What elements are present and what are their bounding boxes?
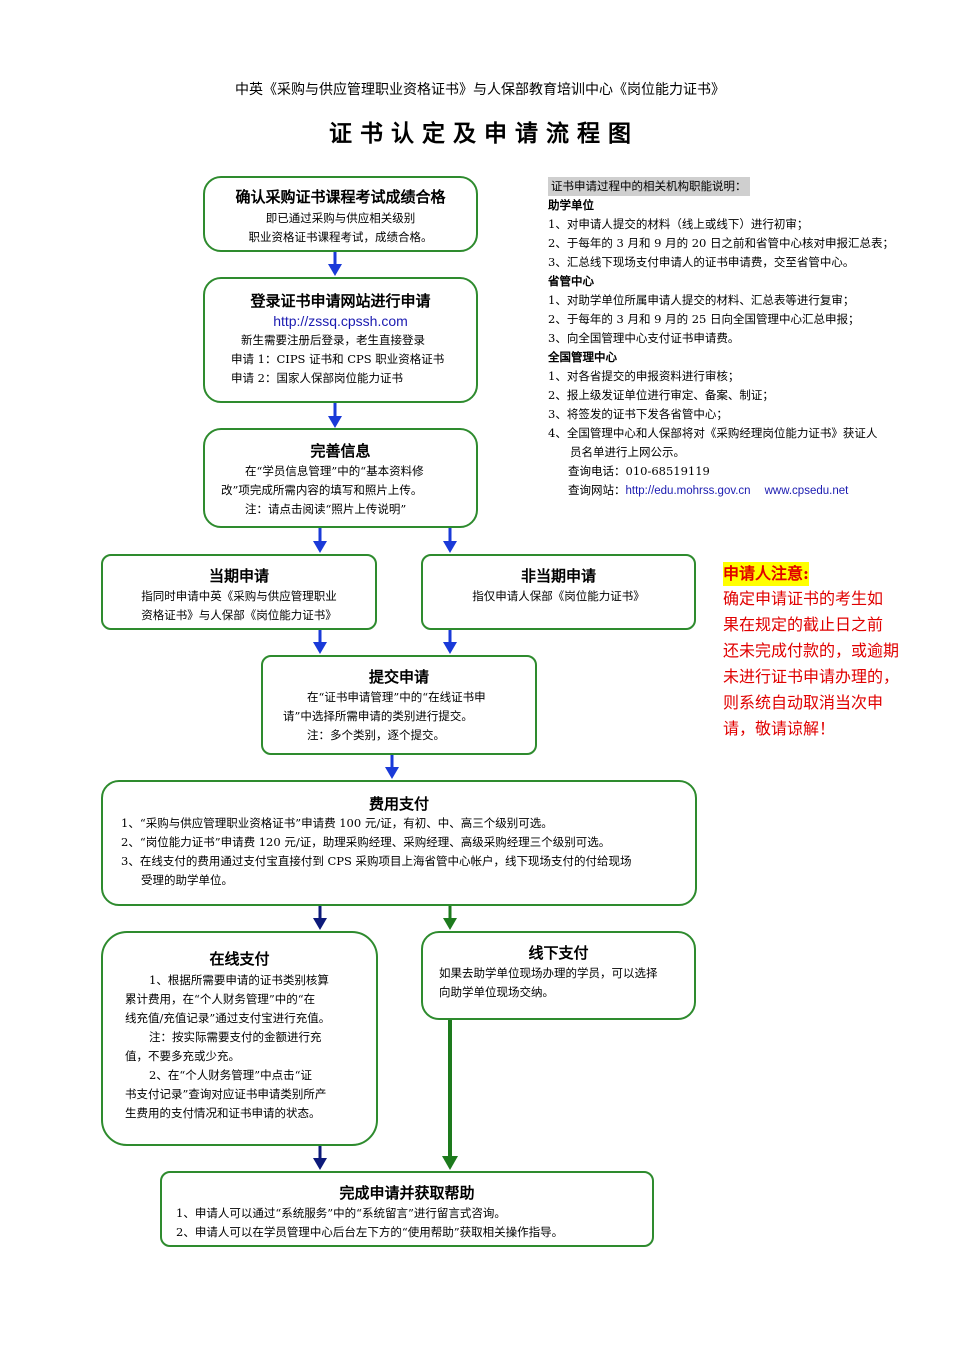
contact-web-link-mohrss[interactable]: http://edu.mohrss.gov.cn [625,485,751,497]
arrow-login-to-info [328,403,342,428]
step-payment-line: 受理的助学单位。 [141,873,233,887]
arrow-offline-to-finish [442,1020,458,1170]
step-login-line: 新生需要注册后登录，老生直接登录 [241,333,425,347]
step-online-payment: 在线支付 1、根据所需要申请的证书类别核算 累计费用，在“个人财务管理”中的“在… [101,931,378,1146]
step-online-line: 书支付记录”查询对应证书申请类别所产 [125,1087,327,1101]
role-national-item: 3、将签发的证书下发各省管中心； [548,407,728,421]
role-school-name: 助学单位 [548,198,594,212]
notice-line: 果在规定的截止日之前 [723,615,884,634]
arrow-noncurrent-to-submit [443,630,457,654]
step-online-line: 生费用的支付情况和证书申请的状态。 [125,1106,321,1120]
step-login-title: 登录证书申请网站进行申请 [250,292,431,310]
step-submit-title: 提交申请 [368,668,429,686]
step-offline-payment: 线下支付 如果去助学单位现场办理的学员，可以选择 向助学单位现场交纳。 [421,931,696,1020]
role-province-item: 2、于每年的 3 月和 9 月的 25 日向全国管理中心汇总申报； [548,312,860,326]
notice-line: 请，敬请谅解！ [723,719,836,738]
contact-web-row: 查询网站：http://edu.mohrss.gov.cn www.cpsedu.… [548,481,948,501]
roles-heading: 证书申请过程中的相关机构职能说明： [548,177,750,196]
step-online-line: 1、根据所需要申请的证书类别核算 [149,973,329,987]
arrow-current-to-submit [313,630,327,654]
roles-description: 证书申请过程中的相关机构职能说明： 助学单位 1、对申请人提交的材料（线上或线下… [548,177,948,501]
page-title: 证 书 认 定 及 申 请 流 程 图 [328,121,632,147]
notice-line: 确定申请证书的考生如 [723,589,884,608]
contact-web-label: 查询网站： [568,483,626,497]
step-login-line: 申请 1：CIPS 证书和 CPS 职业资格证书 [231,352,445,366]
role-school-item: 2、于每年的 3 月和 9 月的 20 日之前和省管中心核对申报汇总表； [548,236,895,250]
step-payment-title: 费用支付 [368,795,429,813]
step-submit-application: 提交申请 在“证书申请管理”中的“在线证书申 请”中选择所需申请的类别进行提交。… [261,655,537,755]
arrow-info-to-noncurrent [443,528,457,553]
contact-phone-row: 查询电话：010-68519119 [548,462,948,481]
contact-phone: 010-68519119 [625,464,710,478]
step-info-line: 在“学员信息管理”中的“基本资料修 [245,464,424,478]
step-login: 登录证书申请网站进行申请 http://zssq.cpssh.com 新生需要注… [203,277,478,403]
step-online-line: 线充值/充值记录”通过支付宝进行充值。 [125,1011,331,1025]
role-province-item: 3、向全国管理中心支付证书申请费。 [548,331,740,345]
step-payment-line: 2、“岗位能力证书”申请费 120 元/证，助理采购经理、采购经理、高级采购经理… [121,835,611,849]
notice-title: 申请人注意: [723,562,809,586]
step-info-line: 改”项完成所需内容的填写和照片上传。 [221,483,423,497]
step-current-title: 当期申请 [208,567,269,585]
step-online-line: 2、在“个人财务管理”中点击“证 [149,1068,312,1082]
step-noncurrent-line: 指仅申请人保部《岗位能力证书》 [472,589,645,603]
step-complete-info: 完善信息 在“学员信息管理”中的“基本资料修 改”项完成所需内容的填写和照片上传… [203,428,478,528]
role-national-name: 全国管理中心 [548,350,617,364]
notice-line: 还未完成付款的，或逾期 [723,641,900,660]
step-submit-line: 注：多个类别，逐个提交。 [307,728,445,742]
step-online-line: 注：按实际需要支付的金额进行充 [149,1030,322,1044]
role-school-item: 1、对申请人提交的材料（线上或线下）进行初审； [548,217,809,231]
step-finish-line: 2、申请人可以在学员管理中心后台左下方的“使用帮助”获取相关操作指导。 [176,1225,564,1239]
step-submit-line: 在“证书申请管理”中的“在线证书申 [307,690,486,704]
step-submit-line: 请”中选择所需申请的类别进行提交。 [283,709,473,723]
step-info-line: 注：请点击阅读“照片上传说明” [245,502,407,516]
page-subtitle: 中英《采购与供应管理职业资格证书》与人保部教育培训中心《岗位能力证书》 [235,82,725,98]
role-national-item: 员名单进行上网公示。 [570,445,685,459]
notice-line: 则系统自动取消当次申 [723,693,884,712]
step-online-line: 值，不要多充或少充。 [125,1049,240,1063]
step-info-title: 完善信息 [310,442,371,460]
step-current-line: 指同时申请中英《采购与供应管理职业 [141,589,337,603]
step-confirm-exam: 确认采购证书课程考试成绩合格 即已通过采购与供应相关级别 职业资格证书课程考试，… [203,176,478,252]
role-national-item: 2、报上级发证单位进行审定、备案、制证； [548,388,774,402]
arrow-payment-to-offline [443,906,457,930]
step-payment-line: 1、“采购与供应管理职业资格证书”申请费 100 元/证，有初、中、高三个级别可… [121,816,553,830]
notice-line: 未进行证书申请办理的， [723,667,900,686]
step-finish-title: 完成申请并获取帮助 [339,1184,475,1202]
arrow-online-to-finish [313,1146,327,1170]
step-confirm-line: 职业资格证书课程考试，成绩合格。 [248,230,433,244]
arrow-confirm-to-login [328,252,342,276]
step-offline-line: 向助学单位现场交纳。 [439,985,554,999]
step-non-current-period: 非当期申请 指仅申请人保部《岗位能力证书》 [421,554,696,630]
step-login-line: 申请 2：国家人保部岗位能力证书 [231,371,403,385]
role-province-item: 1、对助学单位所属申请人提交的材料、汇总表等进行复审； [548,293,855,307]
role-province-name: 省管中心 [548,274,594,288]
arrow-info-to-current [313,528,327,553]
step-offline-title: 线下支付 [528,944,589,962]
step-online-title: 在线支付 [209,950,270,968]
role-national-item: 1、对各省提交的申报资料进行审核； [548,369,740,383]
step-fee-payment: 费用支付 1、“采购与供应管理职业资格证书”申请费 100 元/证，有初、中、高… [101,780,697,906]
step-online-line: 累计费用，在“个人财务管理”中的“在 [125,992,316,1006]
step-current-line: 资格证书》与人保部《岗位能力证书》 [141,608,337,622]
role-school-item: 3、汇总线下现场支付申请人的证书申请费，交至省管中心。 [548,255,855,269]
step-current-period: 当期申请 指同时申请中英《采购与供应管理职业 资格证书》与人保部《岗位能力证书》 [101,554,377,630]
step-confirm-line: 即已通过采购与供应相关级别 [265,211,416,225]
step-offline-line: 如果去助学单位现场办理的学员，可以选择 [439,966,658,980]
application-site-link[interactable]: http://zssq.cpssh.com [273,313,408,329]
contact-phone-label: 查询电话： [568,464,626,478]
step-confirm-title: 确认采购证书课程考试成绩合格 [235,188,446,206]
step-finish-line: 1、申请人可以通过“系统服务”中的“系统留言”进行留言式咨询。 [176,1206,506,1220]
applicant-notice: 申请人注意: 确定申请证书的考生如 果在规定的截止日之前 还未完成付款的，或逾期… [723,562,948,742]
contact-web-link-cpsedu[interactable]: www.cpsedu.net [764,485,849,497]
arrow-submit-to-payment [385,755,399,779]
role-national-item: 4、全国管理中心和人保部将对《采购经理岗位能力证书》获证人 [548,426,878,440]
arrow-payment-to-online [313,906,327,930]
step-noncurrent-title: 非当期申请 [520,567,596,585]
step-payment-line: 3、在线支付的费用通过支付宝直接付到 CPS 采购项目上海省管中心帐户，线下现场… [121,854,632,868]
step-finish-and-help: 完成申请并获取帮助 1、申请人可以通过“系统服务”中的“系统留言”进行留言式咨询… [160,1171,654,1247]
